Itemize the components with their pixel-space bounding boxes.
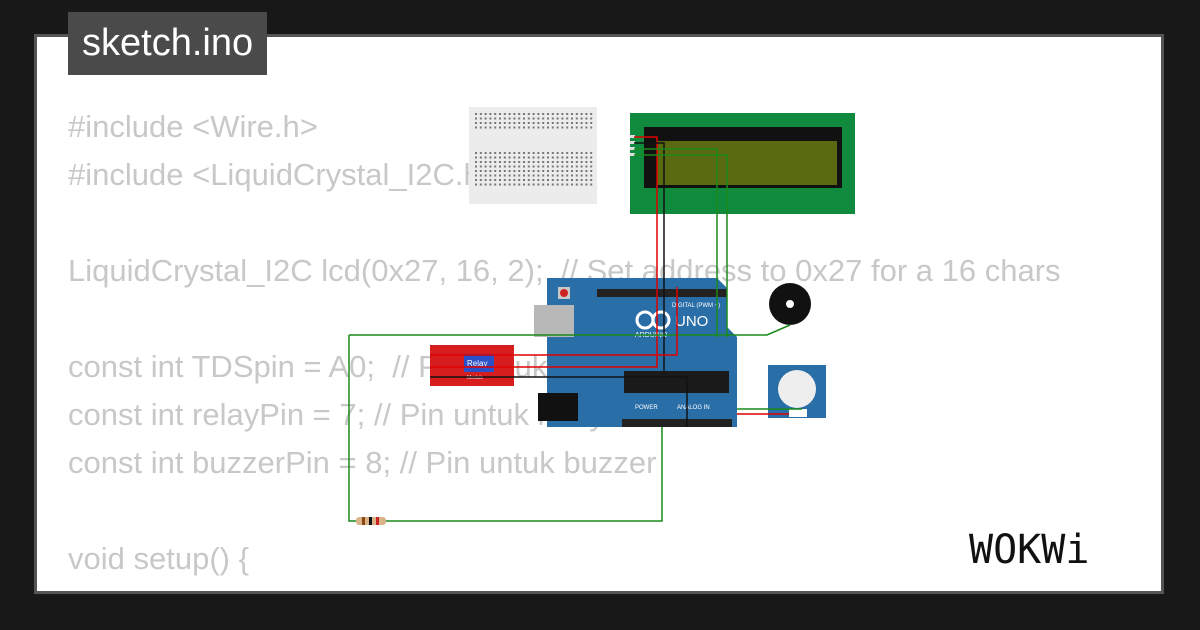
code-line: pinMode(TDSpin, INPUT); bbox=[68, 583, 1061, 591]
code-line: LiquidCrystal_I2C lcd(0x27, 16, 2); // S… bbox=[68, 253, 1061, 288]
code-line: #include <Wire.h> bbox=[68, 109, 318, 144]
circuit-diagram: UNO ARDUINO DIGITAL (PWM ~) ANALOG IN PO… bbox=[348, 107, 855, 525]
buzzer[interactable] bbox=[769, 283, 811, 325]
breadboard-holes bbox=[475, 113, 593, 186]
code-line: #include <LiquidCrystal_I2C.h> bbox=[68, 157, 499, 192]
atmega-chip bbox=[624, 371, 729, 393]
digital-label: DIGITAL (PWM ~) bbox=[672, 303, 720, 309]
digital-header bbox=[597, 289, 727, 297]
analog-header bbox=[622, 419, 732, 427]
wires bbox=[348, 136, 802, 522]
power-jack bbox=[538, 393, 578, 421]
wokwi-logo-text: WOKWi bbox=[969, 527, 1089, 573]
code-line: void setup() { bbox=[68, 541, 249, 576]
potentiometer[interactable] bbox=[768, 365, 826, 418]
relay-label: Relay bbox=[467, 359, 487, 368]
board-model-label: UNO bbox=[675, 313, 708, 330]
analog-label: ANALOG IN bbox=[677, 405, 710, 411]
preview-card: #include <Wire.h> #include <LiquidCrystal… bbox=[34, 34, 1164, 594]
power-label: POWER bbox=[635, 405, 658, 411]
arduino-uno-board[interactable]: UNO ARDUINO DIGITAL (PWM ~) ANALOG IN PO… bbox=[534, 278, 737, 427]
relay-module[interactable]: Relay Module bbox=[430, 345, 514, 386]
lcd-display[interactable] bbox=[630, 113, 855, 214]
resistor[interactable] bbox=[356, 517, 386, 525]
wokwi-logo: WOKWi bbox=[969, 527, 1089, 573]
relay-sublabel: Module bbox=[467, 375, 484, 381]
breadboard[interactable] bbox=[469, 107, 597, 204]
lcd-pins bbox=[630, 135, 635, 156]
file-tab[interactable]: sketch.ino bbox=[68, 12, 268, 75]
usb-port bbox=[534, 305, 574, 337]
code-line: const int buzzerPin = 8; // Pin untuk bu… bbox=[68, 445, 657, 480]
reset-button[interactable] bbox=[560, 289, 568, 297]
